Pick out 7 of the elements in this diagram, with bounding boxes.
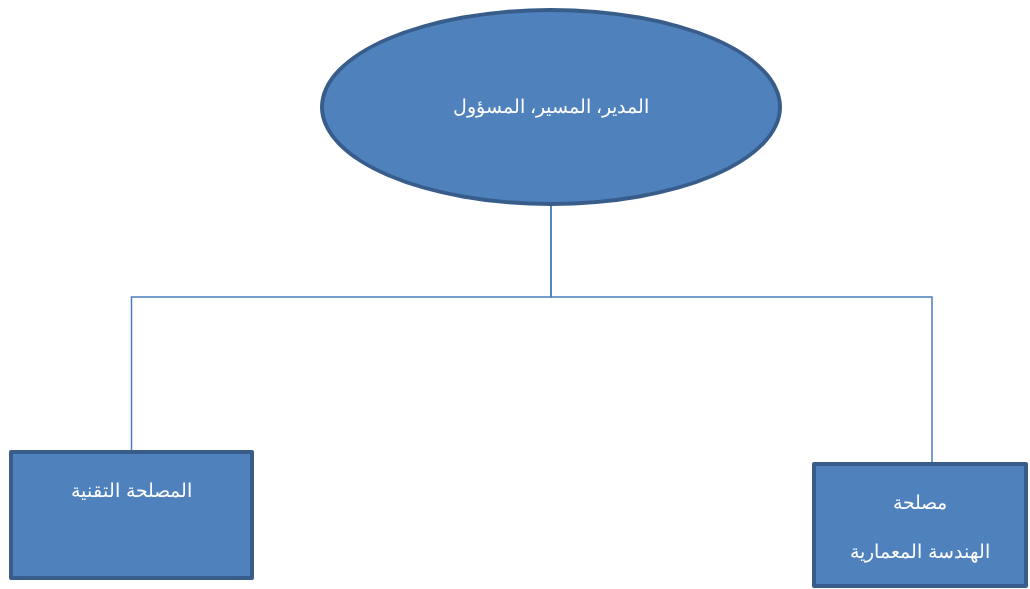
box-node (812, 462, 1028, 588)
connector-line (550, 205, 933, 463)
node-label: مصلحة (893, 492, 947, 515)
node-label: الهندسة المعمارية (850, 540, 990, 564)
box-node (9, 450, 254, 580)
node-label: المصلحة التقنية (71, 480, 192, 503)
node-label: المدير، المسير، المسؤول (452, 95, 650, 119)
